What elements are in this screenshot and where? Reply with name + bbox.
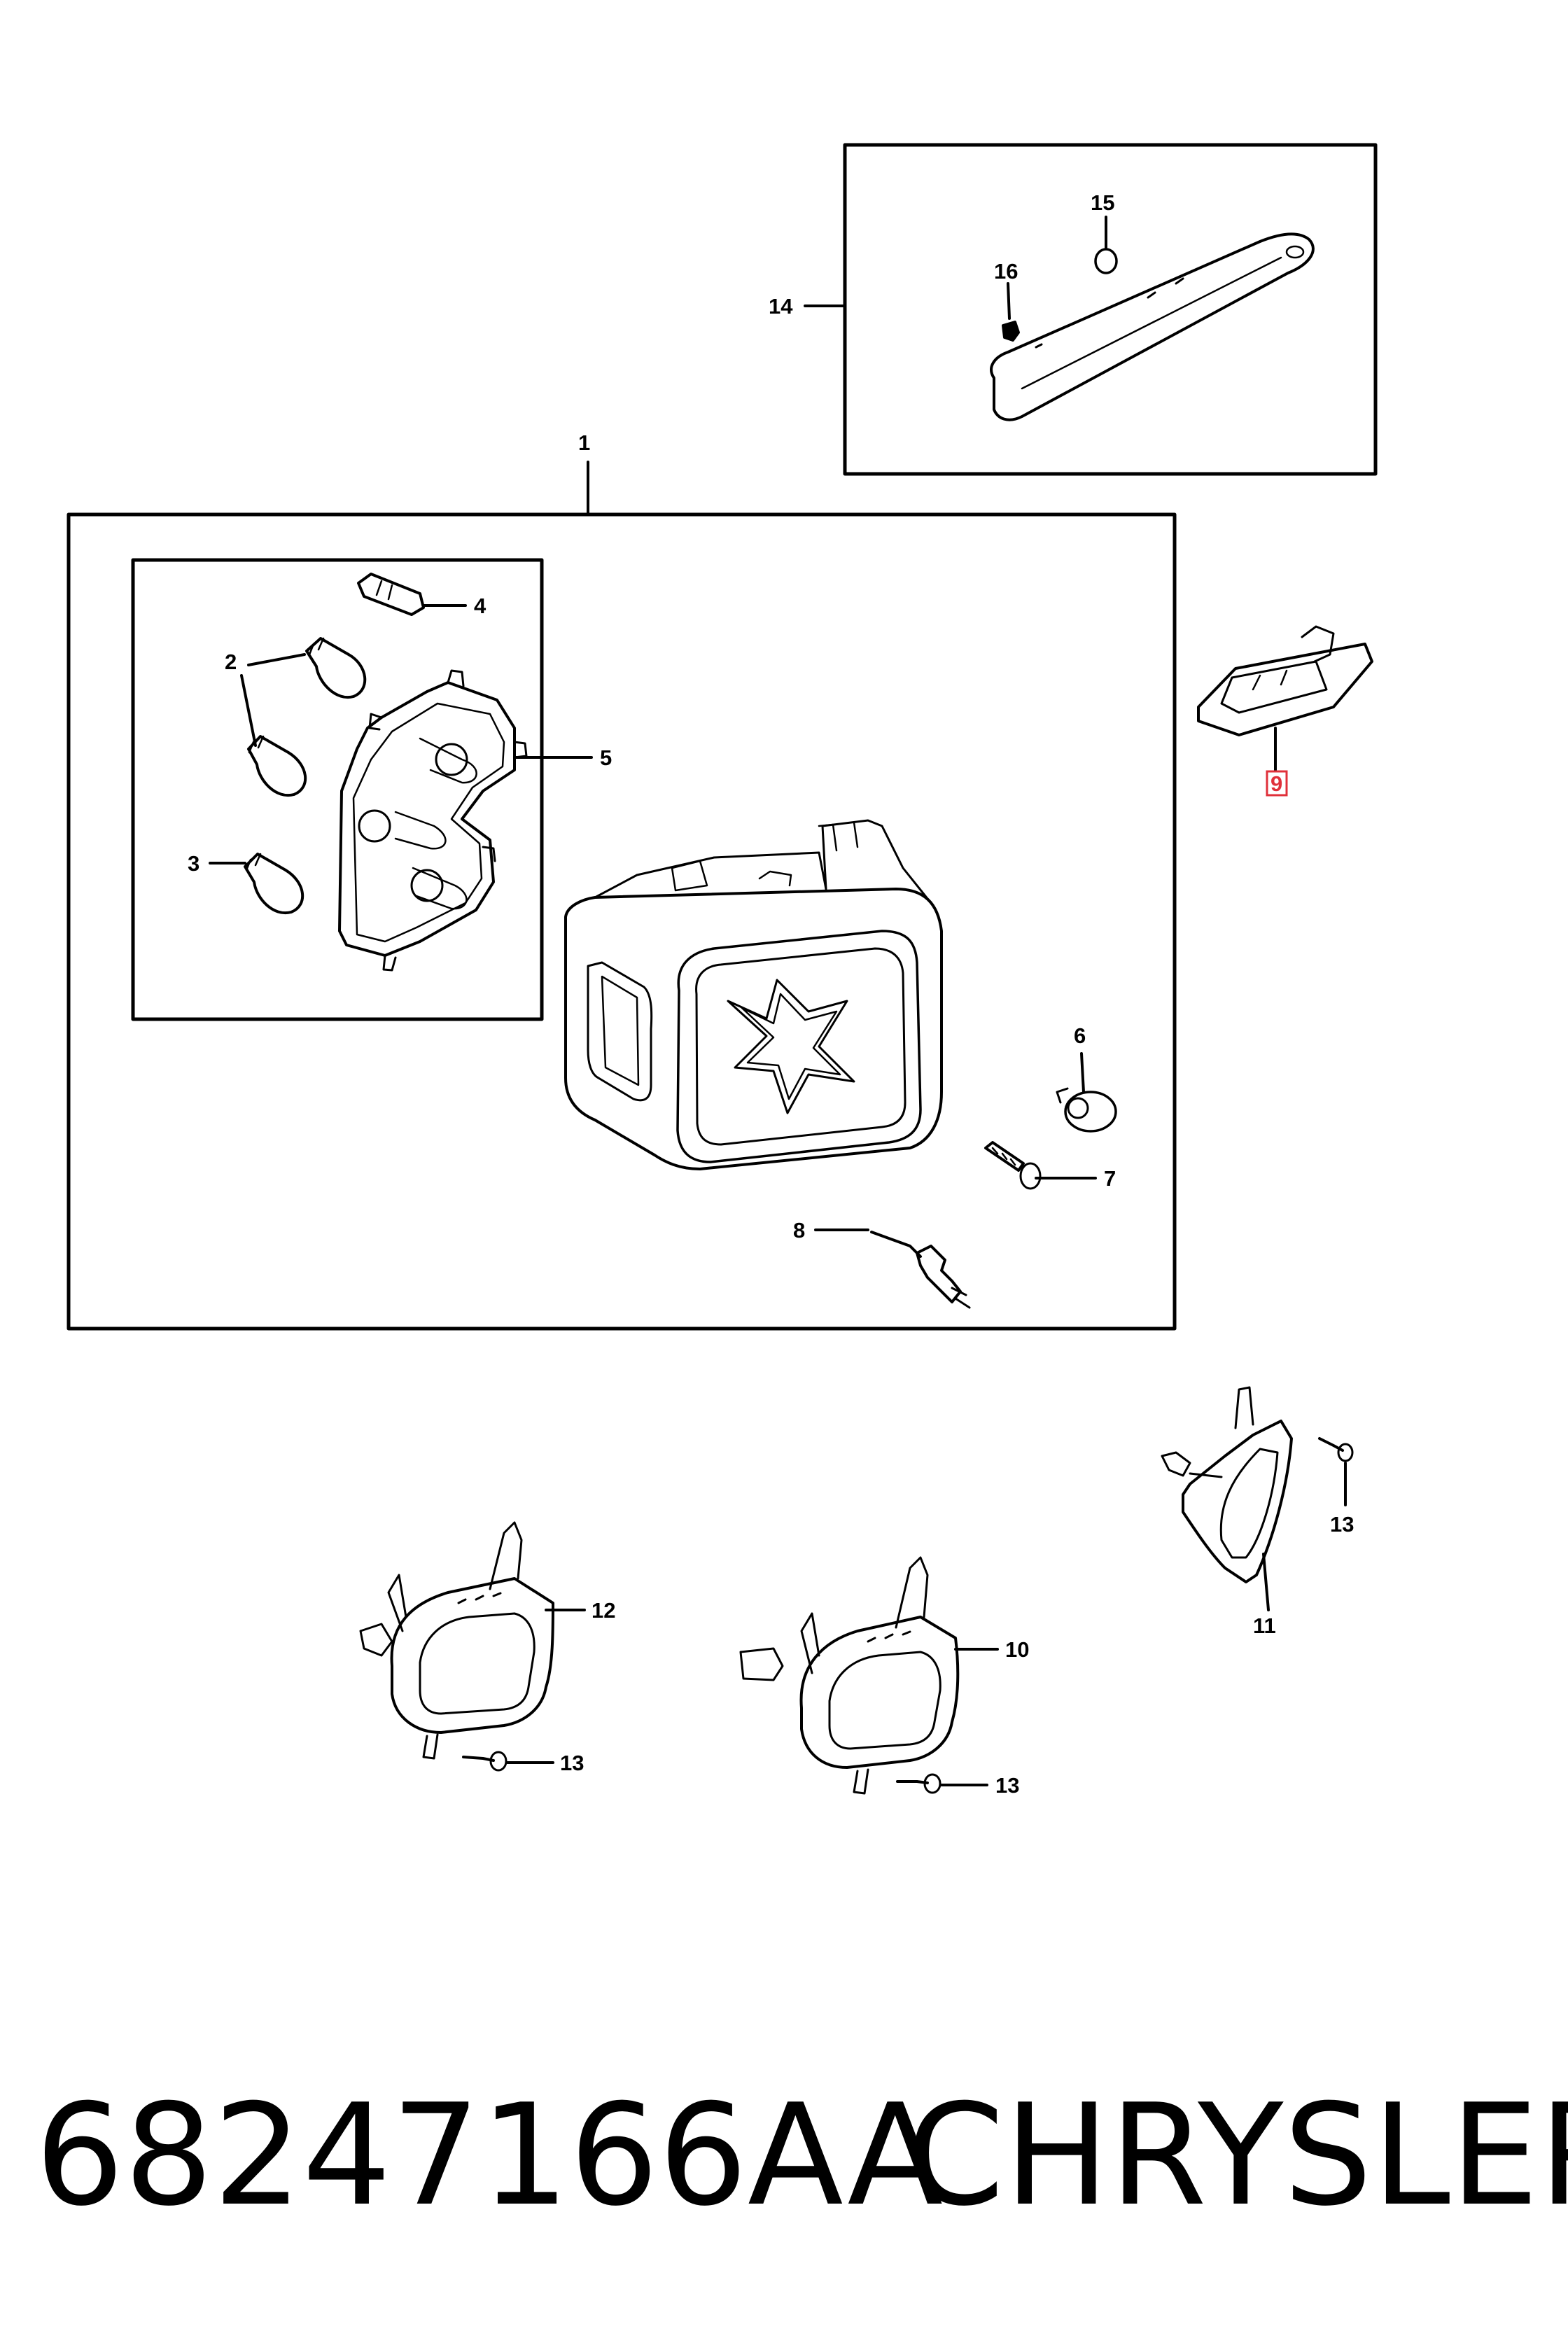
bulb-socket-box	[131, 558, 544, 1021]
part-number: 68247166AA	[35, 2074, 944, 2237]
callout-2: 2	[225, 650, 237, 674]
lamp-12-drawing	[359, 1521, 554, 1760]
callout-12: 12	[592, 1598, 615, 1623]
callout-6: 6	[1074, 1023, 1086, 1048]
callout-8: 8	[793, 1218, 805, 1242]
bulb-2-lower-drawing	[247, 735, 307, 797]
brand-name: CHRYSLER	[906, 2074, 1568, 2237]
grommet-15-drawing	[1094, 248, 1118, 274]
grommet-6-drawing	[1056, 1087, 1117, 1133]
socket-plate-5-drawing	[338, 669, 528, 972]
callout-3: 3	[188, 851, 200, 876]
callout-1: 1	[578, 430, 590, 455]
bulb-3-drawing	[244, 853, 304, 915]
stud-8-drawing	[870, 1231, 971, 1309]
chmsl-lamp-drawing	[990, 232, 1315, 421]
callout-14: 14	[769, 294, 793, 318]
tail-lamp-housing-drawing	[564, 819, 943, 1170]
screw-13a-drawing	[462, 1751, 507, 1772]
bulb-4-drawing	[357, 573, 425, 616]
screw-7-drawing	[984, 1141, 1042, 1190]
callout-9-highlight	[1266, 770, 1288, 797]
callout-13b: 13	[995, 1773, 1019, 1798]
callout-9: 9	[1270, 771, 1282, 796]
clip-16-drawing	[1002, 321, 1020, 342]
lamp-10-drawing	[739, 1556, 960, 1795]
callout-11: 11	[1253, 1614, 1276, 1638]
chmsl-box	[843, 143, 1378, 476]
callout-7: 7	[1104, 1166, 1116, 1191]
bulb-2-upper-drawing	[305, 637, 367, 699]
leader-lines	[209, 216, 1347, 1786]
callout-15: 15	[1091, 190, 1114, 215]
callout-10: 10	[1005, 1637, 1029, 1662]
callout-13a: 13	[560, 1751, 584, 1775]
callout-16: 16	[994, 259, 1018, 284]
callout-13c: 13	[1330, 1512, 1354, 1536]
callout-4: 4	[474, 594, 486, 618]
tail-lamp-box	[66, 512, 1177, 1331]
callout-labels: 1 2 3 4 5 6 7 8 9 10 11 12 13 13 13 14 1…	[188, 190, 1354, 1798]
license-lamp-9-drawing	[1197, 625, 1373, 736]
marker-lamp-11-drawing	[1161, 1386, 1293, 1583]
screw-13b-drawing	[896, 1773, 941, 1794]
callout-5: 5	[600, 746, 612, 770]
screw-13c-drawing	[1318, 1437, 1354, 1462]
